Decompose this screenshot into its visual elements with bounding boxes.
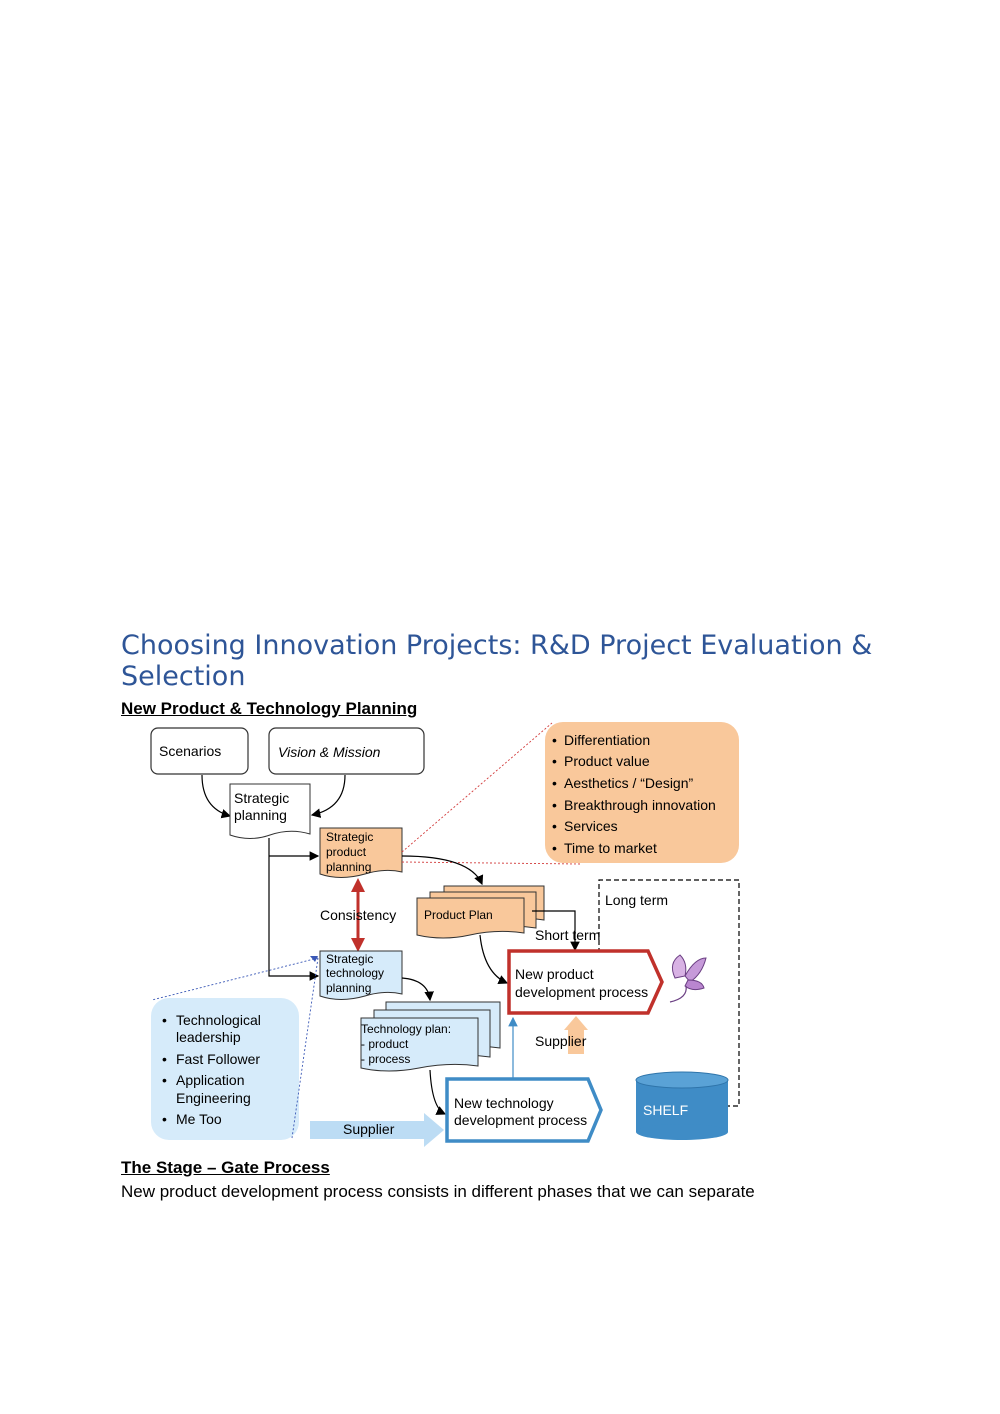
technology-plan-box [360, 1017, 479, 1072]
product-plan-box [416, 897, 525, 939]
strategic-product-planning-label: product [326, 845, 367, 859]
product-bullet: Aesthetics / “Design” [564, 775, 693, 791]
section-heading-stage-gate: The Stage – Gate Process [121, 1158, 330, 1177]
flower-icon [669, 954, 707, 1003]
strategic-technology-planning-label: technology [326, 966, 384, 980]
product-bullet: Breakthrough innovation [564, 797, 716, 813]
new-product-development-label: development process [515, 984, 648, 1000]
shelf-cylinder [635, 1071, 729, 1140]
shelf-label: SHELF [643, 1102, 688, 1118]
product-plan-label: Product Plan [424, 908, 493, 922]
long-term-label: Long term [605, 892, 668, 908]
strategic-technology-planning-box [319, 950, 403, 1000]
section-heading-planning: New Product & Technology Planning [121, 699, 418, 718]
strategic-product-planning-box [319, 827, 403, 878]
new-technology-development-label: development process [454, 1112, 587, 1128]
bullet-dot: • [162, 1051, 167, 1067]
strategic-planning-box [229, 783, 311, 839]
strategic-planning-label: Strategic [234, 790, 289, 806]
consistency-label: Consistency [320, 907, 396, 923]
page-title: Choosing Innovation Projects: R&D Projec… [121, 630, 873, 692]
product-bullet: Product value [564, 753, 650, 769]
supplier-bottom-label: Supplier [343, 1121, 395, 1137]
vision-mission-label: Vision & Mission [278, 744, 381, 760]
scenarios-label: Scenarios [159, 743, 221, 759]
strategic-planning-label: planning [234, 807, 287, 823]
tech-bullet: Fast Follower [176, 1051, 260, 1067]
product-criteria-list: • Differentiation • Product value • Aest… [552, 732, 716, 856]
technology-plan-label: Technology plan: [361, 1022, 451, 1036]
vision-mission-box [268, 727, 425, 775]
technology-strategy-list: • Technological leadership • Fast Follow… [162, 1012, 261, 1127]
tech-bullet: leadership [176, 1029, 241, 1045]
strategic-product-planning-label: Strategic [326, 830, 373, 844]
bullet-dot: • [552, 753, 557, 769]
strategic-technology-planning-label: planning [326, 981, 371, 995]
strategic-technology-planning-label: Strategic [326, 952, 373, 966]
supplier-top-arrow [568, 1030, 584, 1054]
tech-bullet: Application [176, 1072, 245, 1088]
supplier-bottom-arrow [310, 1121, 426, 1139]
product-bullet: Time to market [564, 840, 657, 856]
new-product-development-box [507, 949, 664, 1015]
bullet-dot: • [162, 1111, 167, 1127]
tech-bullet: Technological [176, 1012, 261, 1028]
bullet-dot: • [552, 818, 557, 834]
bullet-dot: • [162, 1012, 167, 1028]
long-term-path [598, 879, 740, 1107]
bullet-dot: • [552, 797, 557, 813]
bullet-dot: • [162, 1072, 167, 1088]
bullet-dot: • [552, 775, 557, 791]
new-technology-development-box [445, 1077, 603, 1143]
product-bullet: Services [564, 818, 618, 834]
strategic-product-planning-label: planning [326, 860, 371, 874]
product-criteria-box [545, 722, 739, 863]
technology-plan-label: - process [361, 1052, 410, 1066]
bullet-dot: • [552, 840, 557, 856]
technology-strategy-box [151, 998, 299, 1140]
short-term-label: Short term [535, 927, 600, 943]
bullet-dot: • [552, 732, 557, 748]
body-paragraph: New product development process consists… [121, 1182, 755, 1201]
product-bullet: Differentiation [564, 732, 650, 748]
scenarios-box [150, 727, 249, 775]
tech-bullet: Me Too [176, 1111, 222, 1127]
new-product-development-label: New product [515, 966, 594, 982]
planning-diagram: • Differentiation • Product value • Aest… [150, 722, 740, 1147]
tech-bullet: Engineering [176, 1090, 251, 1106]
supplier-top-label: Supplier [535, 1033, 587, 1049]
technology-plan-label: - product [361, 1037, 409, 1051]
new-technology-development-label: New technology [454, 1095, 554, 1111]
